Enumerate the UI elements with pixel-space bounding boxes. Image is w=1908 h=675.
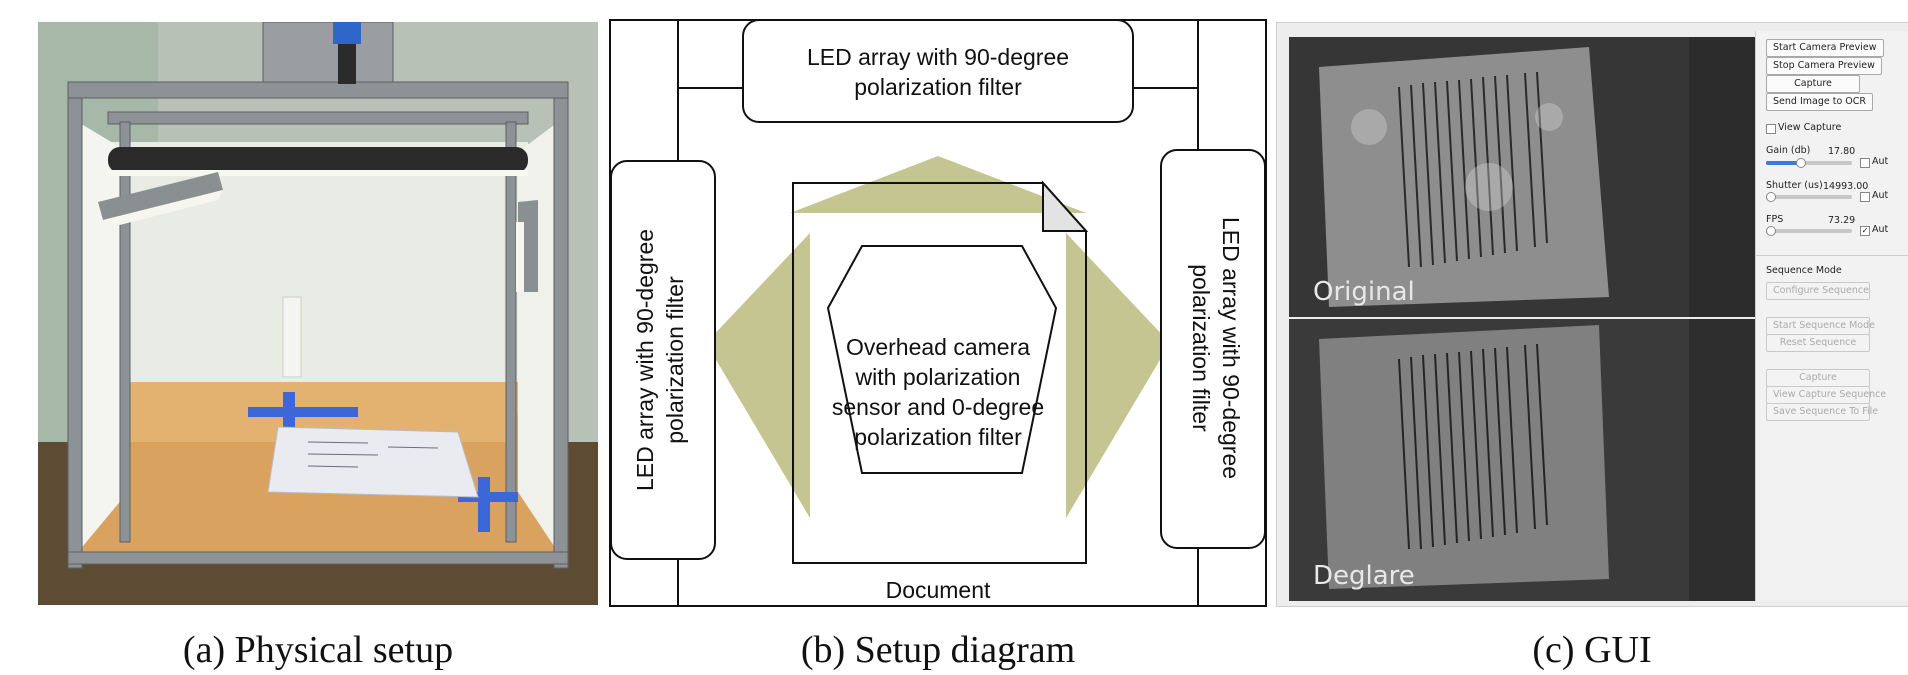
reset-sequence-button[interactable]: Reset Sequence [1766,334,1870,352]
camera-line3: sensor and 0-degree [832,394,1044,420]
left-led-line1: LED array with 90-degree [632,229,658,491]
view-capture-checkbox[interactable] [1766,124,1776,134]
gain-slider-fill [1766,161,1801,165]
original-document-image [1289,37,1795,317]
document-label: Document [886,577,991,603]
physical-setup-photo [38,22,598,605]
fps-label: FPS [1766,214,1784,225]
fps-slider[interactable] [1766,226,1852,236]
caption-a: (a) Physical setup [182,629,454,671]
document-shape [792,180,1089,564]
right-led-line1: LED array with 90-degree [1218,217,1244,479]
shutter-label: Shutter (us) [1766,180,1823,191]
top-led-box [742,19,1134,123]
left-light-beam [706,233,810,518]
gain-auto-checkbox[interactable] [1860,158,1870,168]
start-sequence-mode-button[interactable]: Start Sequence Mode [1766,317,1875,335]
setup-diagram-svg: LED array with 90-degree polarization fi… [609,19,1267,607]
gain-label: Gain (db) [1766,145,1811,156]
right-led-line2: polarization filter [1188,264,1214,432]
camera-line1: Overhead camera [846,334,1030,360]
shutter-slider-knob[interactable] [1766,192,1776,202]
original-image-view: Original [1289,37,1795,317]
sequence-mode-label: Sequence Mode [1766,265,1842,276]
sequence-capture-button[interactable]: Capture [1766,369,1870,387]
camera-hexagon [826,245,1058,474]
deglare-image-view: Deglare [1289,319,1795,601]
view-capture-sequence-button[interactable]: View Capture Sequence [1766,386,1886,404]
deglare-label: Deglare [1313,561,1415,591]
control-panel: Start Camera Preview Stop Camera Preview… [1755,31,1908,601]
left-led-line2: polarization filter [662,276,688,444]
left-led-box [610,160,716,560]
fps-auto-checkbox[interactable]: ✓ [1860,226,1870,236]
gui-window: Original Deglare Start Camera Preview St… [1276,22,1908,607]
shutter-auto-checkbox[interactable] [1860,192,1870,202]
shutter-slider[interactable] [1766,192,1852,202]
shutter-value: 14993.00 [1823,181,1869,192]
light-beams [706,156,1170,518]
top-led-line1: LED array with 90-degree [807,44,1069,70]
fps-slider-knob[interactable] [1766,226,1776,236]
stop-camera-preview-button[interactable]: Stop Camera Preview [1766,57,1882,75]
send-image-to-ocr-button[interactable]: Send Image to OCR [1766,93,1873,111]
fps-auto-label: Aut [1872,224,1889,235]
gain-slider[interactable] [1766,158,1852,168]
capture-button[interactable]: Capture [1766,75,1860,93]
divider [1756,255,1908,256]
gain-slider-knob[interactable] [1796,158,1807,168]
caption-c: (c) GUI [1532,629,1652,671]
start-camera-preview-button[interactable]: Start Camera Preview [1766,39,1884,57]
save-sequence-to-file-button[interactable]: Save Sequence To File [1766,403,1878,421]
top-light-beam [790,156,1086,213]
shutter-auto-label: Aut [1872,190,1889,201]
caption-b: (b) Setup diagram [800,629,1076,671]
right-light-beam [1066,233,1170,518]
gain-auto-label: Aut [1872,156,1889,167]
camera-line4: polarization filter [854,424,1022,450]
view-capture-label: View Capture [1778,122,1842,133]
physical-setup-illustration [38,22,598,605]
deglare-document-image [1289,319,1795,601]
original-label: Original [1313,277,1415,307]
configure-sequence-button[interactable]: Configure Sequence [1766,282,1870,300]
setup-diagram: LED array with 90-degree polarization fi… [608,18,1268,610]
top-led-line2: polarization filter [854,74,1022,100]
camera-line2: with polarization [855,364,1021,390]
gain-value: 17.80 [1828,146,1856,157]
fps-value: 73.29 [1828,215,1856,226]
right-led-box [1160,149,1266,549]
